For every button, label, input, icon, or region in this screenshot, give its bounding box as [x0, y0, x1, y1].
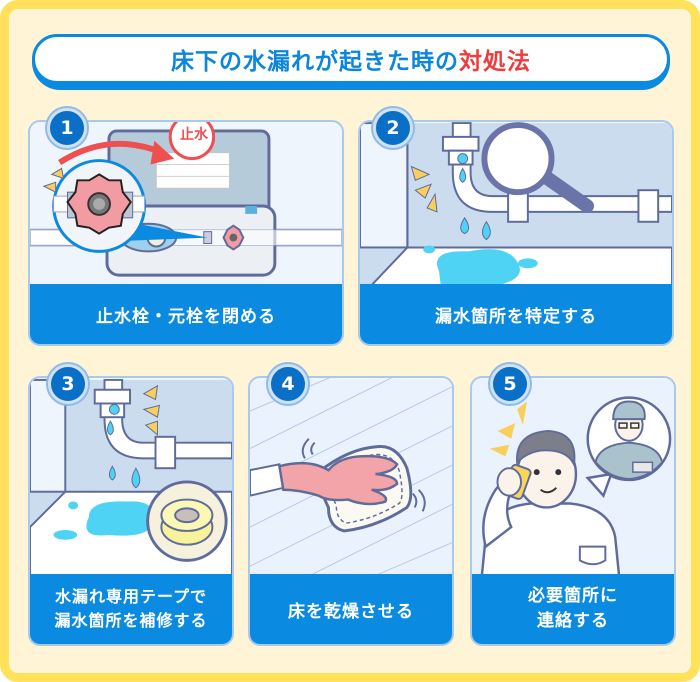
- step-card-5: 必要箇所に 連絡する: [470, 376, 676, 646]
- step-caption: 止水栓・元栓を閉める: [30, 284, 342, 344]
- wiping-cloth-icon: [250, 378, 452, 578]
- title-banner: 床下の水漏れが起きた時の対処法: [32, 34, 670, 90]
- step-number-badge: 1: [47, 108, 87, 148]
- title-main: 床下の水漏れが起きた時の: [171, 49, 459, 75]
- step-caption: 漏水箇所を特定する: [360, 284, 672, 344]
- step-number-badge: 3: [48, 364, 88, 404]
- caption-line: 止水栓・元栓を閉める: [96, 306, 276, 327]
- caption-line: 水漏れ専用テープで: [54, 587, 208, 606]
- water-meter-valve-icon: [30, 122, 342, 277]
- step-caption: 必要箇所に 連絡する: [472, 574, 674, 644]
- step-caption: 床を乾燥させる: [250, 574, 452, 644]
- caption-line: 必要箇所に: [528, 586, 618, 606]
- caption-line: 漏水箇所を特定する: [435, 306, 597, 327]
- title-accent: 対処法: [459, 49, 531, 75]
- caption-line: 連絡する: [537, 611, 609, 631]
- tape-roll-icon: [30, 378, 232, 578]
- caption-line: 床を乾燥させる: [288, 601, 414, 622]
- step-card-4: 床を乾燥させる: [248, 376, 454, 646]
- step-number-badge: 4: [268, 364, 308, 404]
- magnifier-pipe-icon: [360, 122, 672, 288]
- stop-water-label: 止水: [180, 127, 208, 143]
- step-number-badge: 2: [373, 108, 413, 148]
- caption-line: 漏水箇所を補修する: [54, 611, 208, 630]
- phone-call-icon: [472, 379, 674, 578]
- step-card-1: 止水 止水栓・元栓を閉める: [28, 120, 344, 346]
- step-number-badge: 5: [490, 364, 530, 404]
- step-card-2: 漏水箇所を特定する: [358, 120, 674, 346]
- page-title: 床下の水漏れが起きた時の対処法: [32, 34, 670, 84]
- step-card-3: 水漏れ専用テープで 漏水箇所を補修する: [28, 376, 234, 646]
- step-caption: 水漏れ専用テープで 漏水箇所を補修する: [30, 574, 232, 644]
